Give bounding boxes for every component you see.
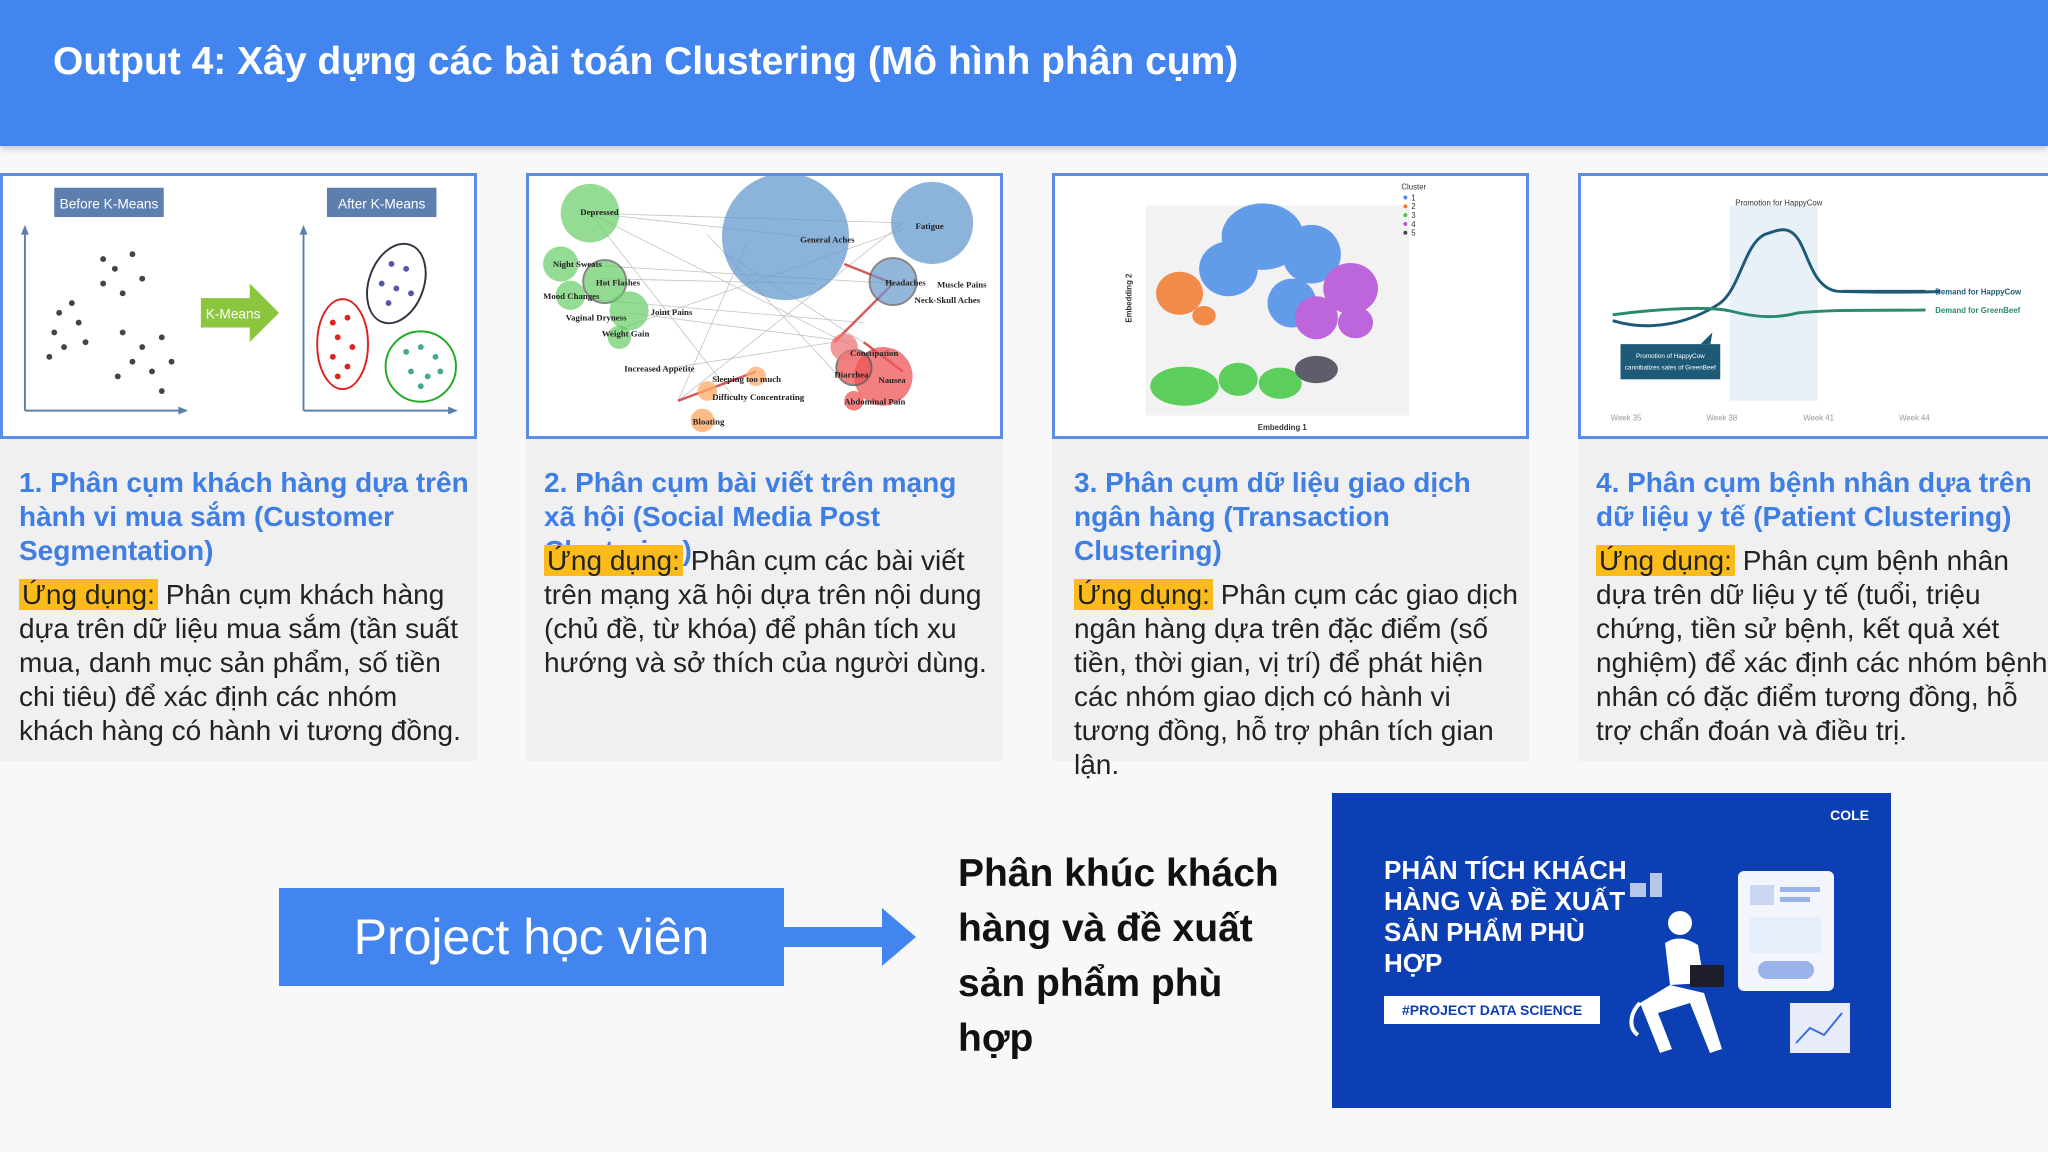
annotation-text: Promotion of HappyCow	[1636, 353, 1705, 360]
week-label: Week 35	[1611, 413, 1642, 422]
node-label: Difficulty Concentrating	[712, 392, 805, 402]
arrow-right-icon	[784, 908, 916, 966]
embedding-scatter-illustration: Cluster 1 2 3 4 5 Embedding 1 Embedding …	[1052, 173, 1529, 439]
application-label: Ứng dụng:	[1074, 579, 1213, 610]
card-1-desc-text: Phân cụm khách hàng dựa trên dữ liệu mua…	[19, 579, 461, 746]
week-label: Week 44	[1899, 413, 1930, 422]
legend-item: 4	[1411, 220, 1416, 229]
legend-title: Cluster	[1401, 183, 1426, 192]
node-label: Bloating	[693, 416, 725, 426]
after-kmeans-label: After K-Means	[338, 196, 426, 211]
node-label: Sleeping too much	[712, 374, 781, 384]
card-4-description: Ứng dụng: Phân cụm bệnh nhân dựa trên dữ…	[1596, 544, 2048, 748]
analyst-illustration-icon	[1629, 871, 1850, 1053]
kmeans-illustration: Before K-Means After K-Means K-Means	[0, 173, 477, 439]
application-label: Ứng dụng:	[544, 545, 683, 576]
project-thumbnail: COLE PHÂN TÍCH KHÁCH HÀNG VÀ ĐỀ XUẤT SẢN…	[1332, 793, 1891, 1108]
week-label: Week 38	[1707, 413, 1738, 422]
node-label: Weight Gain	[602, 328, 650, 338]
annotation-text: cannibalizes sales of GreenBeef	[1625, 365, 1716, 372]
symptom-network-illustration: Depressed General Aches Fatigue Night Sw…	[526, 173, 1003, 439]
brand-logo: COLE	[1830, 807, 1869, 823]
node-label: Headaches	[885, 277, 926, 287]
node-label: Diarrhea	[834, 369, 869, 379]
thumbnail-title: PHÂN TÍCH KHÁCH HÀNG VÀ ĐỀ XUẤT SẢN PHẨM…	[1384, 855, 1627, 978]
before-kmeans-tag	[54, 187, 164, 218]
node-label: Constipation	[850, 348, 898, 358]
header-bar: Output 4: Xây dựng các bài toán Clusteri…	[0, 0, 2048, 146]
series-label: Demand for GreenBeef	[1935, 306, 2020, 315]
result-line: Phân khúc khách	[958, 852, 1279, 895]
result-line: sản phẩm phù hợp	[958, 962, 1223, 1060]
card-3-title: 3. Phân cụm dữ liệu giao dịch ngân hàng …	[1074, 467, 1471, 566]
project-label: Project học viên	[353, 909, 710, 965]
node-label: General Aches	[800, 234, 855, 244]
application-label: Ứng dụng:	[1596, 545, 1735, 576]
x-axis-label: Embedding 1	[1258, 423, 1308, 432]
card-3-desc-text: Phân cụm các giao dịch ngân hàng dựa trê…	[1074, 579, 1518, 780]
kmeans-arrow-label: K-Means	[206, 307, 261, 322]
after-kmeans-tag	[326, 187, 437, 218]
node-label: Fatigue	[916, 221, 944, 231]
week-label: Week 41	[1803, 413, 1834, 422]
node-label: Hot Flashes	[596, 277, 641, 287]
node-label: Increased Appetite	[624, 363, 694, 373]
legend-item: 2	[1411, 202, 1415, 211]
page-title: Output 4: Xây dựng các bài toán Clusteri…	[53, 40, 1239, 83]
node-label: Nausea	[878, 375, 906, 385]
legend-item: 1	[1411, 193, 1415, 202]
card-1-description: Ứng dụng: Phân cụm khách hàng dựa trên d…	[19, 578, 479, 748]
card-2-description: Ứng dụng: Phân cụm các bài viết trên mạn…	[544, 544, 1004, 680]
card-4-desc-text: Phân cụm bệnh nhân dựa trên dữ liệu y tế…	[1596, 545, 2048, 746]
node-label: Neck-Skull Aches	[915, 295, 981, 305]
project-label-box: Project học viên	[279, 888, 784, 986]
result-line: hàng và đề xuất	[958, 907, 1253, 950]
project-result-text: Phân khúc khách hàng và đề xuất sản phẩm…	[958, 846, 1298, 1066]
node-label: Mood Changes	[543, 291, 600, 301]
application-label: Ứng dụng:	[19, 579, 158, 610]
card-2-desc-text: Phân cụm các bài viết trên mạng xã hội d…	[544, 545, 987, 678]
demand-line-illustration: Promotion for HappyCow Demand for HappyC…	[1578, 173, 2048, 439]
card-4-title: 4. Phân cụm bệnh nhân dựa trên dữ liệu y…	[1596, 467, 2032, 532]
legend-item: 5	[1411, 229, 1416, 238]
node-label: Abdominal Pain	[844, 397, 905, 407]
thumbnail-tag: #PROJECT DATA SCIENCE	[1384, 996, 1601, 1024]
card-3-description: Ứng dụng: Phân cụm các giao dịch ngân hà…	[1074, 578, 1534, 782]
chart-title: Promotion for HappyCow	[1735, 198, 1822, 207]
node-label: Depressed	[580, 207, 618, 217]
node-label: Muscle Pains	[937, 279, 987, 289]
legend-item: 3	[1411, 211, 1415, 220]
series-label: Demand for HappyCow	[1935, 287, 2022, 296]
card-1-title: 1. Phân cụm khách hàng dựa trên hành vi …	[19, 467, 469, 566]
node-label: Joint Pains	[651, 307, 693, 317]
y-axis-label: Embedding 2	[1125, 273, 1134, 323]
node-label: Night Sweats	[553, 259, 603, 269]
before-kmeans-label: Before K-Means	[60, 196, 159, 211]
node-label: Vaginal Dryness	[566, 313, 627, 323]
